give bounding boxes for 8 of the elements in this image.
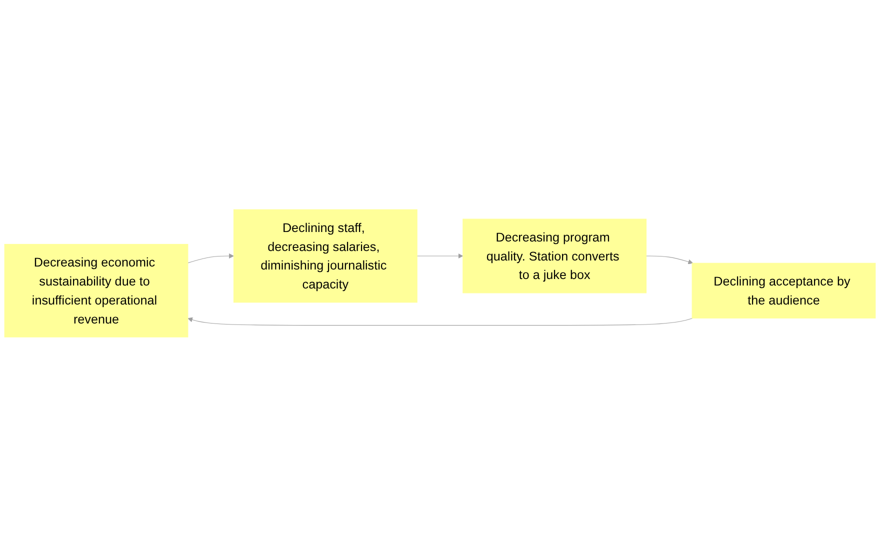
node-box: Decreasing program quality. Station converts to a juke box [462,218,647,294]
arrow [188,254,234,264]
arrow [646,256,694,264]
node-box: Decreasing economic sustainability due to insufficient operational revenue [4,244,188,338]
arrow [416,254,464,259]
node-box: Declining staff, decreasing salaries, diminishing journalistic capacity [233,209,418,303]
arrow [188,317,694,326]
node-box: Declining acceptance by the audience [692,263,876,319]
